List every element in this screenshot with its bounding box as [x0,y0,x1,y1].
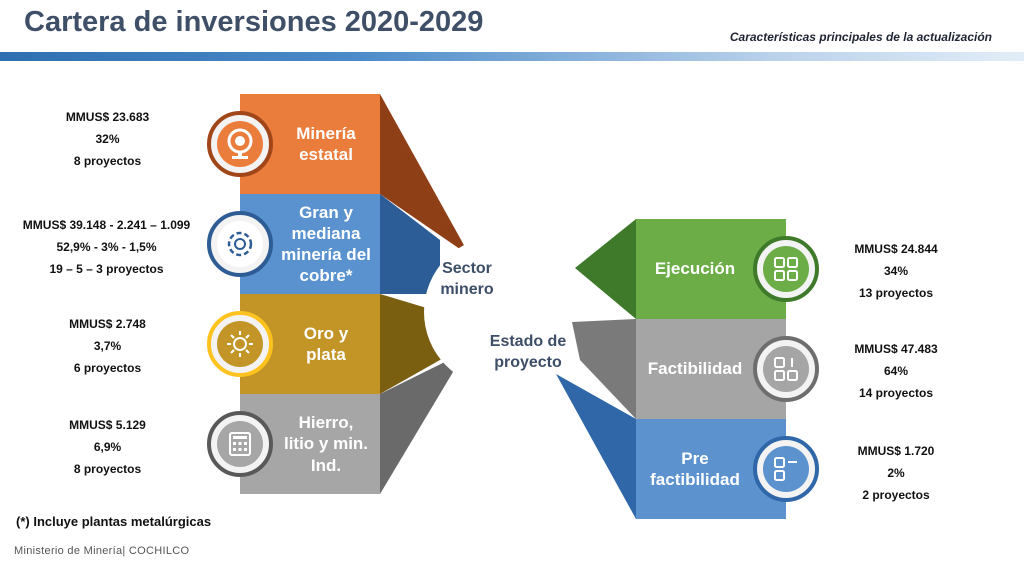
estado-stats: MMUS$ 47.483 64% 14 proyectos [826,338,966,404]
ejecucion-side [575,219,636,319]
footer-source: Ministerio de Minería| COCHILCO [14,545,190,557]
sector-label: Minería estatal [296,123,356,164]
sector-minero-label: Sector minero [440,260,494,298]
header-divider [0,52,1024,61]
estado-factibilidad: Factibilidad [636,319,754,419]
estado-proyecto-label: Estado de proyecto [489,333,567,371]
center-circle [424,236,576,388]
stat-projects: 13 proyectos [858,286,934,300]
stat-amount: MMUS$ 24.844 [854,242,938,256]
gran-mediana-side [380,194,440,294]
stat-amount: MMUS$ 47.483 [854,342,938,356]
sector-mineria-estatal: Minería estatal [272,94,380,194]
estado-stats: MMUS$ 24.844 34% 13 proyectos [826,238,966,304]
gear-icon [217,221,263,267]
stat-amount: MMUS$ 23.683 [65,110,150,124]
stat-percent: 3,7% [93,339,122,353]
sector-stats: MMUS$ 5.129 6,9% 8 proyectos [0,414,215,480]
stat-projects: 6 proyectos [73,361,142,375]
sector-stats: MMUS$ 23.683 32% 8 proyectos [0,106,215,172]
estado-label: Ejecución [654,259,736,279]
stat-amount: MMUS$ 1.720 [857,444,935,458]
stat-projects: 2 proyectos [862,488,930,502]
calculator-icon [217,421,263,467]
hierro-litio-side [380,352,465,494]
estado-label: Factibilidad [647,359,743,379]
sector-stats: MMUS$ 39.148 - 2.241 – 1.099 52,9% - 3% … [4,214,209,280]
stat-percent: 32% [95,132,120,146]
sun-icon [217,321,263,367]
stat-percent: 2% [887,466,905,480]
stat-amount: MMUS$ 2.748 [69,317,146,331]
stat-projects: 14 proyectos [858,386,934,400]
estado-stats: MMUS$ 1.720 2% 2 proyectos [826,440,966,506]
estado-label: Pre factibilidad [650,448,740,489]
stat-projects: 8 proyectos [73,462,142,476]
sector-label: Hierro, litio y min. Ind. [283,413,369,475]
mineria-estatal-side [380,94,470,256]
stat-percent: 34% [883,264,909,278]
page-subtitle: Características principales de la actual… [729,30,992,44]
stat-percent: 64% [883,364,909,378]
estado-pre-factibilidad: Pre factibilidad [636,419,754,519]
stat-percent: 6,9% [93,440,122,454]
sector-stats: MMUS$ 2.748 3,7% 6 proyectos [0,313,215,379]
stat-amount: MMUS$ 39.148 - 2.241 – 1.099 [22,218,191,232]
stat-amount: MMUS$ 5.129 [69,418,146,432]
sector-gran-mediana-mineria: Gran y mediana minería del cobre* [272,194,380,294]
stat-projects: 19 – 5 – 3 proyectos [49,262,164,276]
grid-icon [763,346,809,392]
stat-percent: 52,9% - 3% - 1,5% [56,240,157,254]
sector-label: Oro y plata [303,323,349,364]
sector-hierro-litio: Hierro, litio y min. Ind. [272,394,380,494]
helmet-icon [217,121,263,167]
page-title: Cartera de inversiones 2020-2029 [24,6,484,38]
estado-ejecucion: Ejecución [636,219,754,319]
sector-oro-plata: Oro y plata [272,294,380,394]
factibilidad-side [572,319,636,419]
stat-projects: 8 proyectos [73,154,142,168]
sector-label: Gran y mediana minería del cobre* [281,202,371,286]
grid-icon [763,246,809,292]
grid-icon [763,446,809,492]
pre-factibilidad-side [556,374,636,519]
footnote: (*) Incluye plantas metalúrgicas [16,514,212,529]
